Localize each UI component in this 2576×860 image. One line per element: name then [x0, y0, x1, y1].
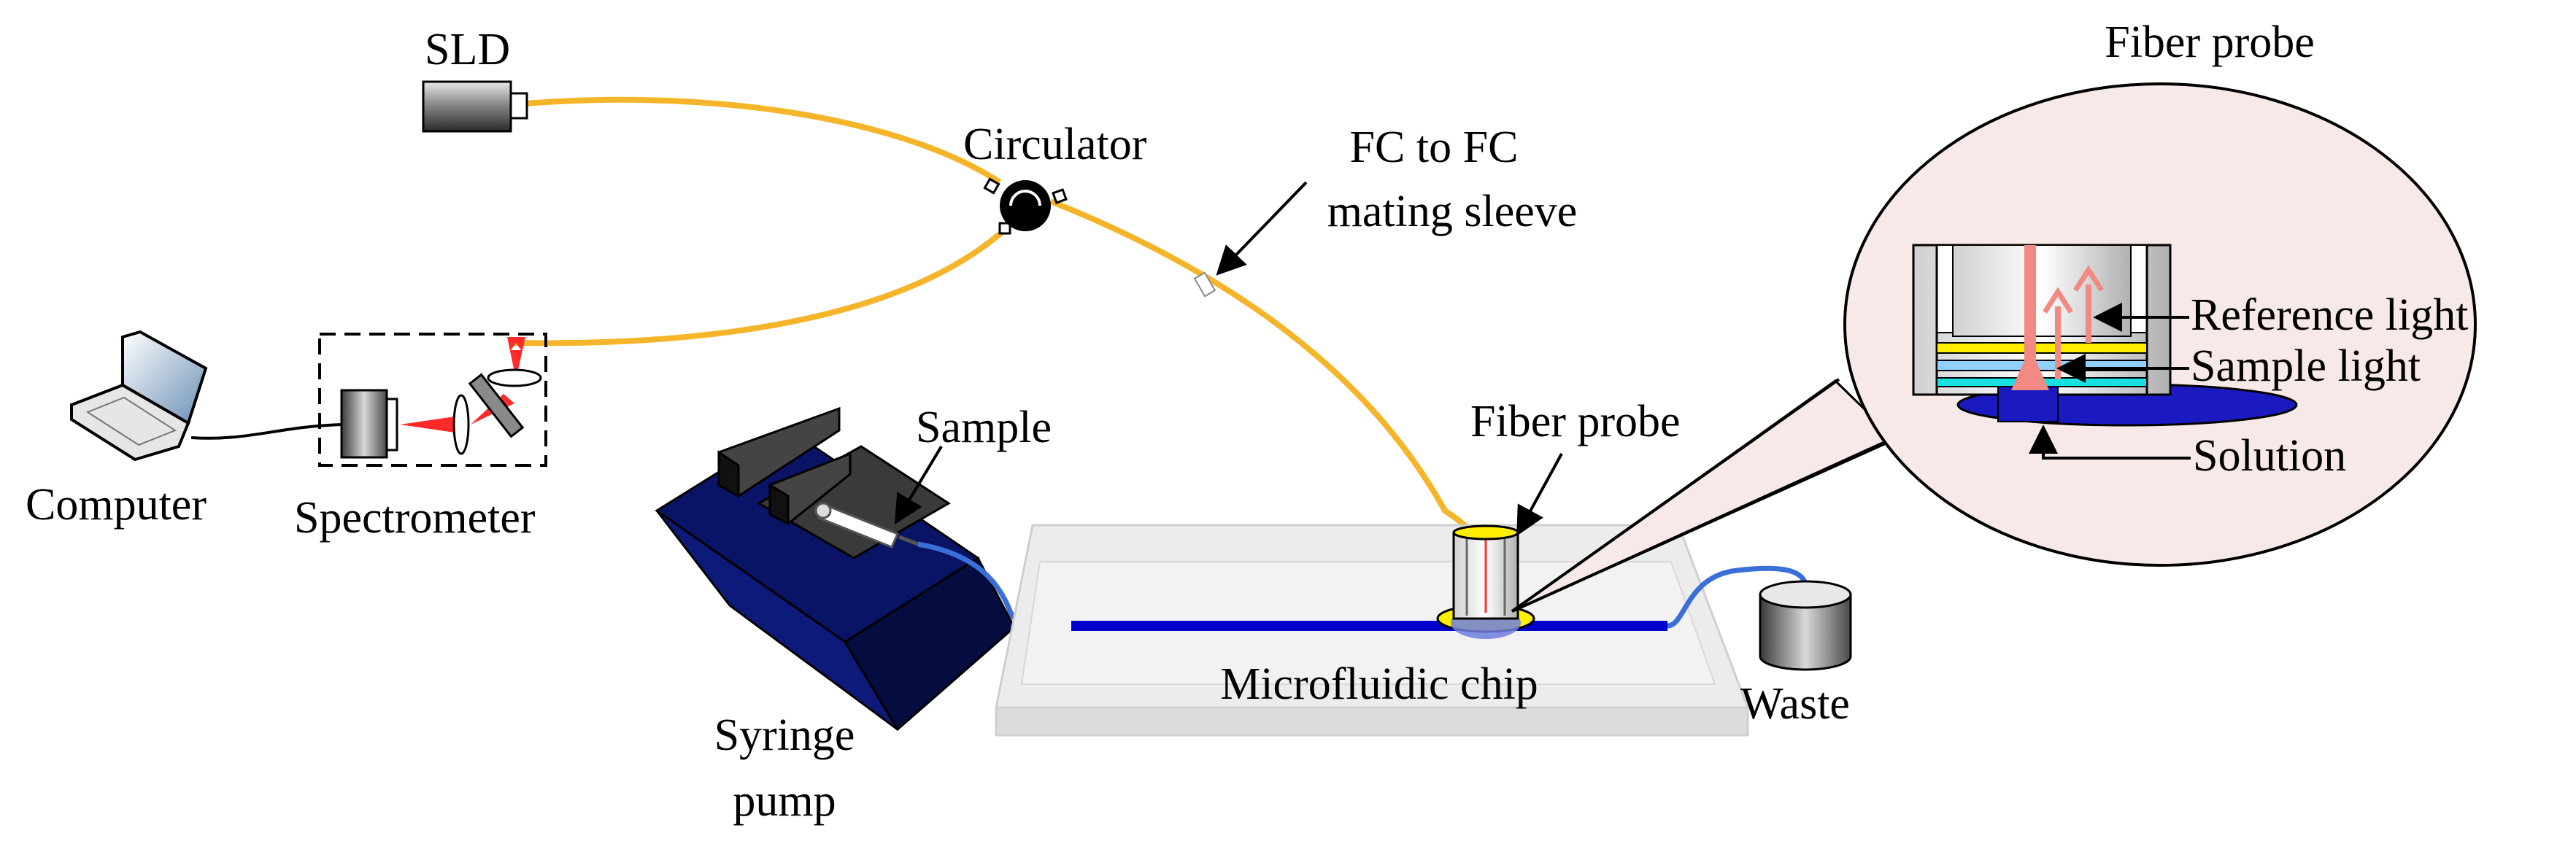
incident-light-beam	[2011, 245, 2049, 390]
yellow-layer	[1936, 342, 2148, 354]
sample-well	[1997, 386, 2059, 422]
sld-label: SLD	[425, 25, 510, 74]
spectrometer: Spectrometer	[294, 333, 547, 543]
fiber-circulator-to-spectrometer	[510, 225, 1009, 346]
detector	[340, 389, 388, 459]
sld-connector	[509, 92, 528, 120]
fc-label-line1: FC to FC	[1350, 123, 1519, 172]
syringe-plunger	[814, 502, 832, 519]
spectrometer-box	[318, 333, 547, 467]
sample-light-label: Sample light	[2191, 341, 2421, 391]
computer: Computer	[26, 330, 342, 530]
spectrometer-lens	[452, 394, 470, 455]
chip-front	[995, 706, 1749, 737]
fiber-sld-to-circulator	[525, 96, 1002, 185]
waste-container	[1759, 593, 1852, 671]
fiber-probe-label: Fiber probe	[1470, 397, 1681, 446]
syringe-label-line2: pump	[733, 776, 836, 826]
syringe-label-line1: Syringe	[714, 710, 855, 760]
fc-arrow	[1216, 181, 1308, 276]
spectrometer-label: Spectrometer	[294, 493, 536, 543]
fiber-probe-inset: Fiber probe Reference light Sample light…	[1843, 18, 2477, 567]
fc-mating-sleeve: FC to FC mating sleeve	[1193, 123, 1578, 298]
reference-light-label: Reference light	[2191, 290, 2468, 340]
fiber-circulator-to-probe	[1049, 198, 1484, 549]
fiber-probe-arrow	[1516, 453, 1563, 537]
probe-top-ring	[1452, 524, 1519, 541]
waste-label: Waste	[1740, 679, 1850, 729]
laser-beam-horizontal	[400, 416, 460, 433]
zoom-callout	[1511, 378, 1896, 613]
mating-sleeve-icon	[1193, 271, 1216, 298]
waste-tubing	[1667, 565, 1809, 629]
solution-label: Solution	[2193, 431, 2346, 481]
chip-label: Microfluidic chip	[1220, 659, 1538, 709]
sld-source: SLD	[422, 25, 528, 133]
circulator: Circulator	[963, 120, 1147, 235]
inset-title: Fiber probe	[2105, 18, 2315, 67]
laser-beam-vertical	[507, 337, 525, 379]
fc-label-line2: mating sleeve	[1327, 187, 1578, 236]
laptop-screen	[121, 330, 208, 425]
waste: Waste	[1667, 565, 1852, 729]
laptop-keyboard	[70, 383, 190, 462]
sample-label: Sample	[916, 403, 1052, 452]
circulator-label: Circulator	[963, 120, 1147, 169]
probe-inner-tube	[1952, 244, 2132, 337]
collimator-lens	[487, 368, 542, 387]
syringe-pump: Sample Syringe pump	[655, 403, 1073, 826]
computer-label: Computer	[26, 480, 207, 530]
circulator-body	[1000, 180, 1051, 231]
fiber-probe: Fiber probe	[1436, 397, 1681, 639]
sld-body	[422, 80, 512, 133]
grating	[468, 373, 525, 438]
sample-arrow	[894, 445, 943, 524]
